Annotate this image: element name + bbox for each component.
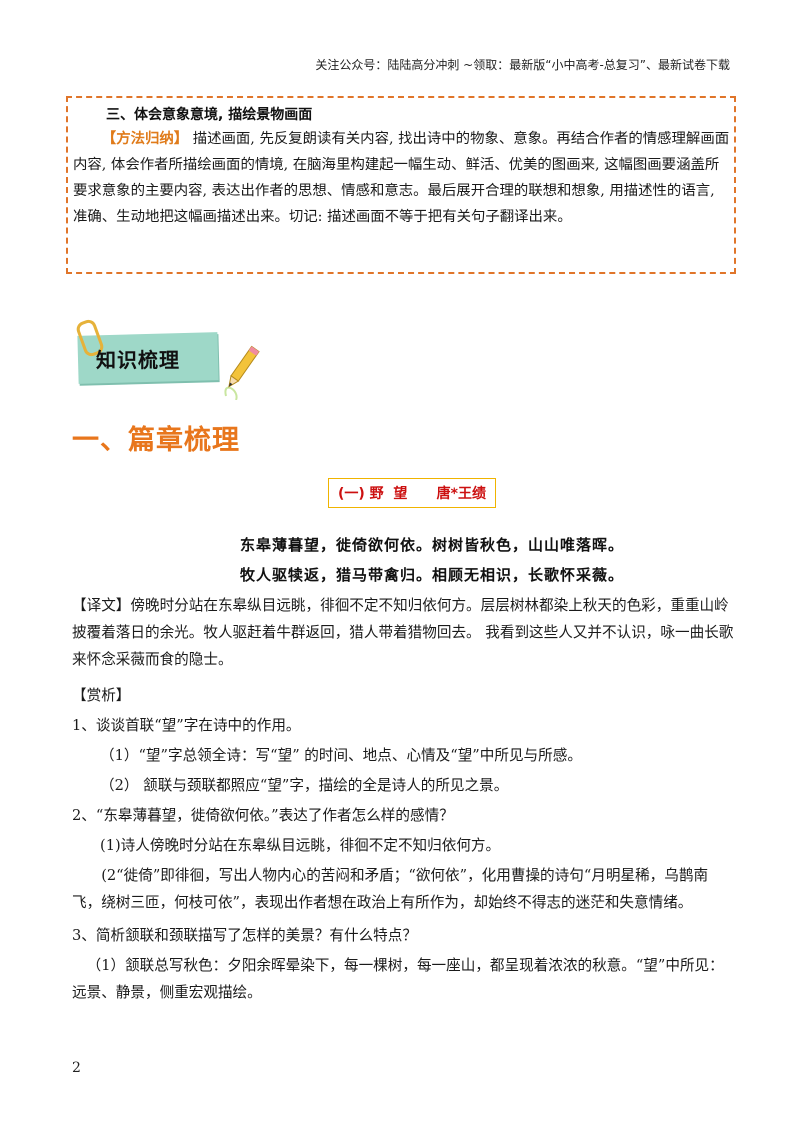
poem-title: (一) 野 望 唐*王绩: [328, 478, 496, 508]
question-2: 2、“东皋薄暮望，徙倚欲何依。”表达了作者怎么样的感情？: [72, 807, 454, 824]
method-summary-box: 三、体会意象意境, 描绘景物画面 【方法归纳】 描述画面, 先反复朗读有关内容,…: [66, 96, 736, 274]
method-heading: 三、体会意象意境, 描绘景物画面: [106, 107, 313, 123]
method-body: 【方法归纳】 描述画面, 先反复朗读有关内容, 找出诗中的物象、意象。再结合作者…: [73, 126, 731, 230]
translation: 【译文】傍晚时分站在东皋纵目远眺，徘徊不定不知归依何方。层层树林都染上秋天的色彩…: [72, 597, 734, 668]
pencil-icon: [224, 345, 260, 400]
answer-1-1: （1）“望”字总领全诗：写“望” 的时间、地点、心情及“望”中所见与所感。: [100, 747, 582, 764]
method-text: 描述画面, 先反复朗读有关内容, 找出诗中的物象、意象。再结合作者的情感理解画面…: [73, 131, 730, 225]
poem-line-2: 牧人驱犊返，猎马带禽归。相顾无相识，长歌怀采薇。: [239, 566, 624, 584]
appreciation-label: 【赏析】: [72, 687, 131, 704]
poem-line-1: 东皋薄暮望，徙倚欲何依。树树皆秋色，山山唯落晖。: [239, 536, 624, 554]
banner-title: 知识梳理: [96, 348, 180, 372]
question-1: 1、谈谈首联“望”字在诗中的作用。: [72, 717, 301, 734]
header-note: 关注公众号：陆陆高分冲刺 ~领取：最新版“小中高考-总复习”、最新试卷下载: [315, 58, 730, 72]
knowledge-banner: 知识梳理: [70, 317, 260, 400]
answer-2-2: (2“徙倚”即徘徊，写出人物内心的苦闷和矛盾；“欲何依”，化用曹操的诗句“月明星…: [72, 867, 709, 911]
section-title: 一、篇章梳理: [72, 425, 240, 456]
answer-2-1: (1)诗人傍晚时分站在东皋纵目远眺，徘徊不定不知归依何方。: [100, 837, 501, 854]
page-number: 2: [72, 1060, 81, 1076]
answer-1-2: （2） 颔联与颈联都照应“望”字，描绘的全是诗人的所见之景。: [100, 777, 509, 794]
method-tag: 【方法归纳】: [101, 130, 189, 147]
question-3: 3、简析颔联和颈联描写了怎样的美景？有什么特点？: [72, 927, 417, 944]
answer-3-1: （1）颔联总写秋色：夕阳余晖晕染下，每一棵树，每一座山，都呈现着浓浓的秋意。“望…: [72, 957, 724, 1001]
